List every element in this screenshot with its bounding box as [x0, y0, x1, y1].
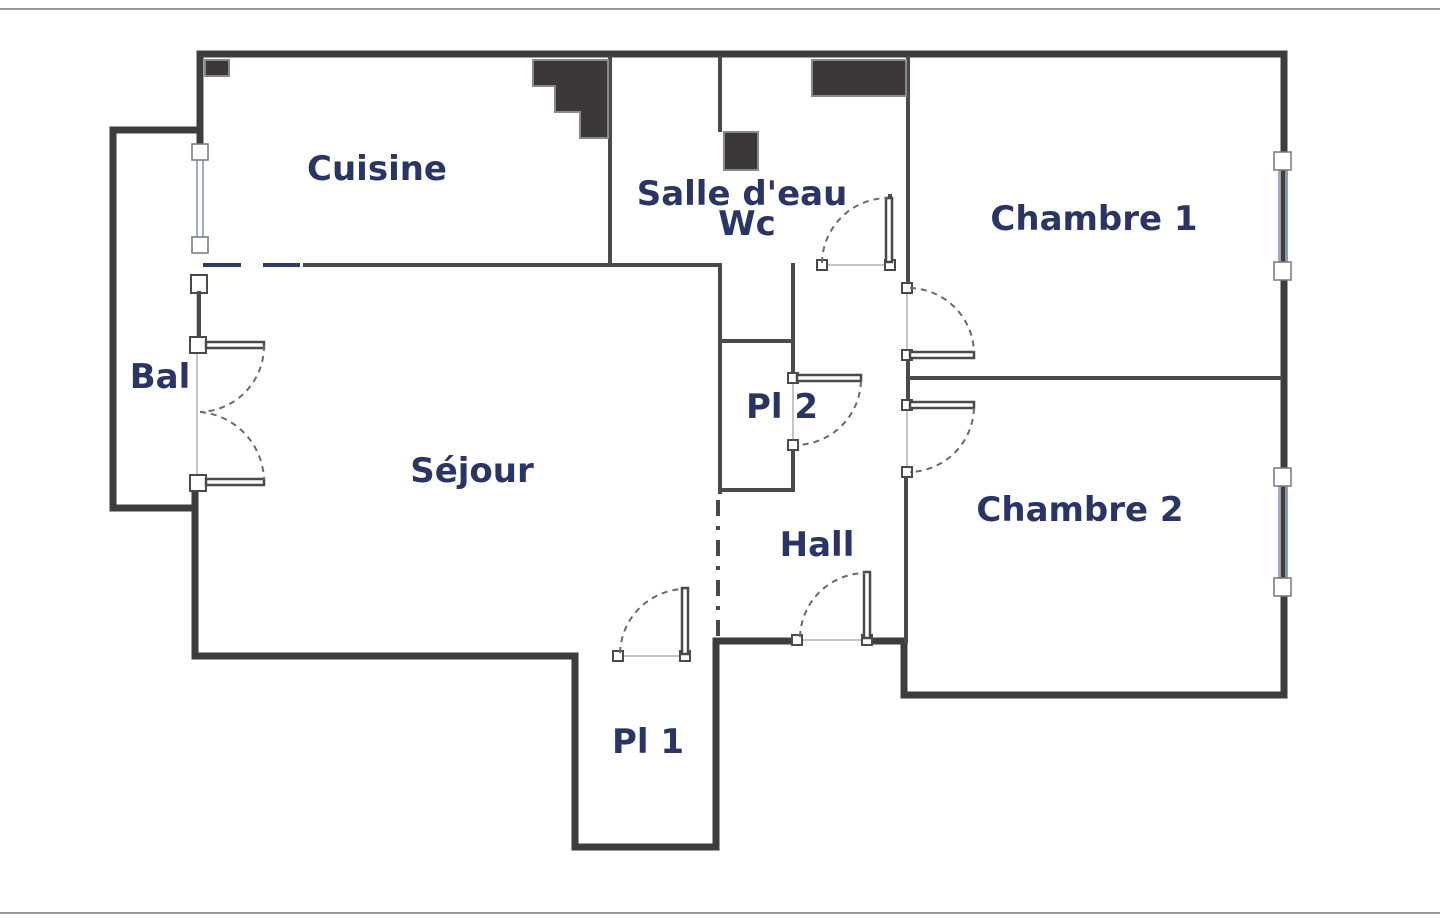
duct-wc-top: [811, 59, 907, 97]
balcony-door-swing-top: [199, 344, 266, 413]
balcony-door-swing-bottom: [199, 411, 265, 481]
door-chambre1-leaf: [908, 350, 976, 360]
door-pl2[interactable]: [787, 372, 863, 451]
duct-cuisine-corner: [204, 59, 230, 77]
door-pl1-swing: [619, 588, 685, 654]
window-chambre2-bottom-frame: [1273, 577, 1292, 597]
door-entrance[interactable]: [791, 570, 873, 646]
label-chambre2: Chambre 2: [976, 490, 1183, 530]
window-cuisine-top-frame: [191, 143, 209, 161]
door-chambre2-leaf: [908, 400, 976, 410]
window-cuisine-bottom-frame: [191, 236, 209, 254]
label-hall: Hall: [780, 525, 855, 565]
door-salle-eau[interactable]: [816, 196, 896, 271]
window-chambre1-top-frame: [1273, 151, 1292, 171]
door-chambre2-hinge-bottom: [901, 466, 913, 478]
door-pl2-swing: [796, 380, 862, 446]
label-salle-eau: Salle d'eau: [637, 174, 848, 214]
interior-walls: [303, 56, 1282, 643]
balcony-door-leaf-bottom: [204, 477, 266, 487]
windows: [191, 143, 1292, 597]
label-sejour: Séjour: [410, 451, 534, 491]
duct-wc-small: [723, 131, 759, 171]
door-entrance-leaf: [862, 570, 872, 640]
label-wc: Wc: [718, 204, 776, 244]
door-pl1-leaf: [680, 586, 690, 656]
door-chambre2[interactable]: [901, 399, 976, 478]
label-pl1: Pl 1: [612, 722, 684, 762]
outer-walls: [109, 50, 1288, 851]
door-entrance-swing: [799, 572, 866, 638]
balcony-door-hinge-top: [189, 336, 207, 354]
door-chambre1-swing: [909, 287, 975, 353]
window-chambre2-top-frame: [1273, 467, 1292, 487]
door-entrance-hinge-left: [791, 634, 803, 646]
label-cuisine: Cuisine: [307, 149, 447, 189]
balcony-door[interactable]: [189, 274, 266, 492]
door-chambre1[interactable]: [901, 282, 976, 361]
door-salle-eau-leaf: [884, 196, 894, 264]
balcony-door-leaf-top: [204, 340, 266, 350]
balcony-door-frame-top: [190, 274, 208, 294]
label-bal: Bal: [130, 357, 191, 397]
label-pl2: Pl 2: [746, 387, 818, 427]
door-pl2-leaf: [795, 373, 863, 383]
room-labels: Cuisine Salle d'eau Wc Chambre 1 Bal Pl …: [130, 149, 1198, 762]
balcony-door-hinge-bottom: [189, 474, 207, 492]
door-pl1-hinge-left: [612, 650, 624, 662]
duct-cuisine-stair: [532, 59, 609, 139]
door-pl1[interactable]: [612, 586, 691, 662]
door-pl2-hinge-bottom: [787, 439, 799, 451]
label-chambre1: Chambre 1: [990, 199, 1197, 239]
door-salle-eau-swing: [821, 197, 888, 264]
window-chambre1-bottom-frame: [1273, 261, 1292, 281]
door-chambre2-swing: [909, 407, 975, 473]
ducts: [204, 59, 907, 171]
